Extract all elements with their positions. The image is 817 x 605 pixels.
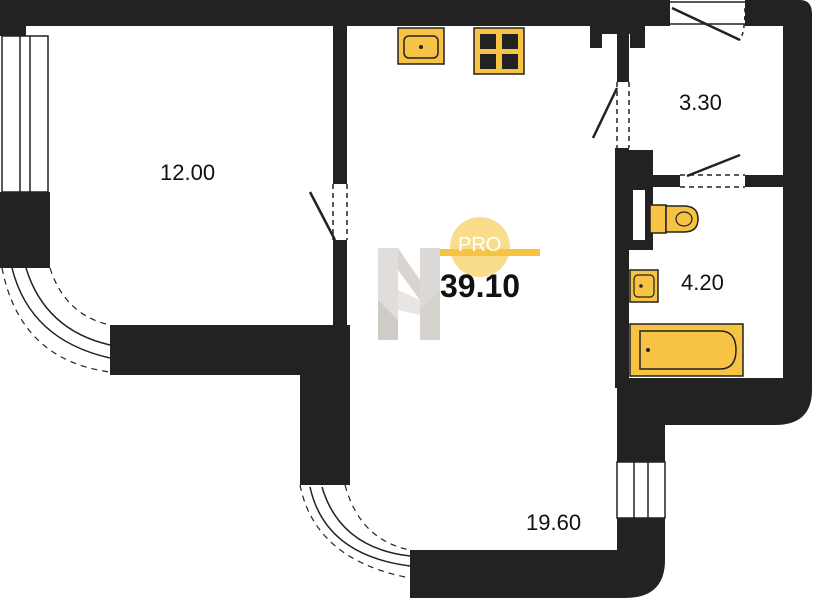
door-hall (591, 82, 630, 148)
window-right-bottom (616, 461, 666, 519)
wall-niche (590, 22, 645, 48)
bathtub-icon (629, 323, 744, 377)
toilet-icon (649, 204, 699, 234)
wall-top-right (745, 0, 785, 26)
room-area-bathroom: 4.20 (681, 270, 724, 295)
windows (1, 0, 745, 519)
logo-icon (378, 248, 440, 340)
pro-badge (440, 217, 540, 277)
doors (308, 6, 746, 241)
wall-hall-bath-right (745, 175, 785, 187)
pro-badge-text: PRO (458, 234, 502, 256)
wall-bath-column-inner (633, 190, 645, 240)
total-area: 39.10 (440, 268, 521, 304)
door-bedroom (308, 184, 348, 241)
washbasin-icon (629, 269, 659, 303)
wall-step (300, 325, 350, 485)
room-area-bedroom: 12.00 (160, 160, 216, 185)
door-entrance (671, 6, 746, 42)
balcony-left (1, 267, 111, 373)
wall-left-pier (0, 192, 50, 268)
room-area-hall: 3.30 (679, 90, 722, 115)
wall-bottom (410, 518, 665, 598)
wall-left-top (0, 0, 26, 36)
room-area-living-kitchen: 19.60 (526, 510, 582, 535)
wall-top (0, 0, 670, 26)
stove-icon (473, 27, 525, 75)
window-left (1, 35, 49, 193)
wall-partition-bedroom (333, 22, 347, 184)
wall-right (617, 0, 812, 462)
wall-partition-bedroom-low (333, 240, 347, 330)
balcony-bottom (299, 484, 411, 579)
door-bathroom (680, 153, 745, 188)
sink-icon (397, 27, 445, 65)
window-top-right (670, 0, 745, 26)
wall-partition-wet (617, 22, 629, 82)
